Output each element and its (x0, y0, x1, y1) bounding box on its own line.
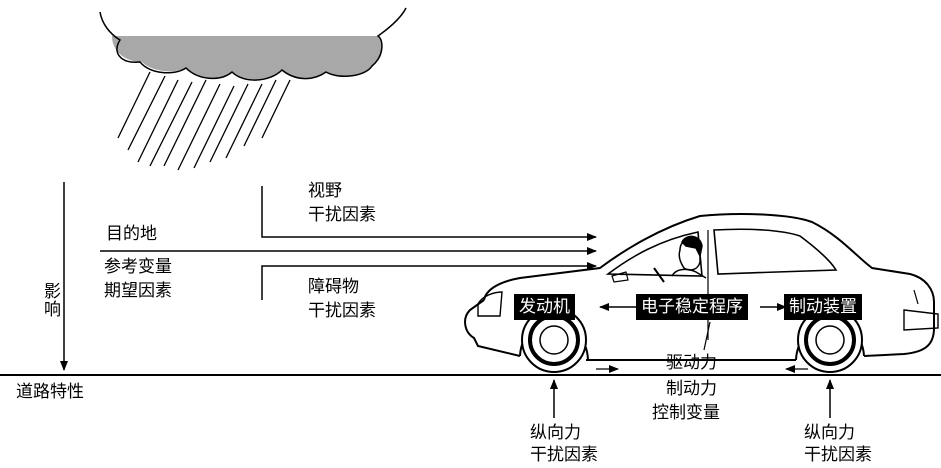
label-reference-variable: 参考变量 (104, 257, 172, 277)
label-braking-force: 制动力 (666, 379, 717, 399)
label-long-force-right: 纵向力 (804, 423, 855, 443)
label-driving-force: 驱动力 (666, 353, 717, 373)
label-obstacle: 障碍物 (308, 277, 359, 297)
driver-figure (653, 235, 707, 283)
label-disturbance-left: 干扰因素 (530, 445, 598, 465)
brake-device-box: 制动装置 (784, 294, 862, 320)
label-control-variable: 控制变量 (652, 403, 720, 423)
label-influence: 影响 (40, 282, 60, 318)
label-disturbance-right: 干扰因素 (804, 445, 872, 465)
obstacle-arrow (261, 262, 597, 300)
rain-cloud (99, 7, 407, 81)
esp-divider-line (703, 321, 711, 351)
label-vision: 视野 (308, 181, 342, 201)
label-obstacle-disturbance: 干扰因素 (308, 301, 376, 321)
label-destination: 目的地 (106, 224, 157, 244)
engine-box: 发动机 (514, 294, 575, 320)
label-expected-factor: 期望因素 (104, 281, 172, 301)
esp-box: 电子稳定程序 (636, 294, 748, 320)
label-long-force-left: 纵向力 (530, 423, 581, 443)
rain-lines (117, 71, 291, 171)
label-vision-disturbance: 干扰因素 (308, 205, 376, 225)
label-road-characteristics: 道路特性 (16, 382, 84, 402)
vision-arrow (261, 186, 597, 241)
